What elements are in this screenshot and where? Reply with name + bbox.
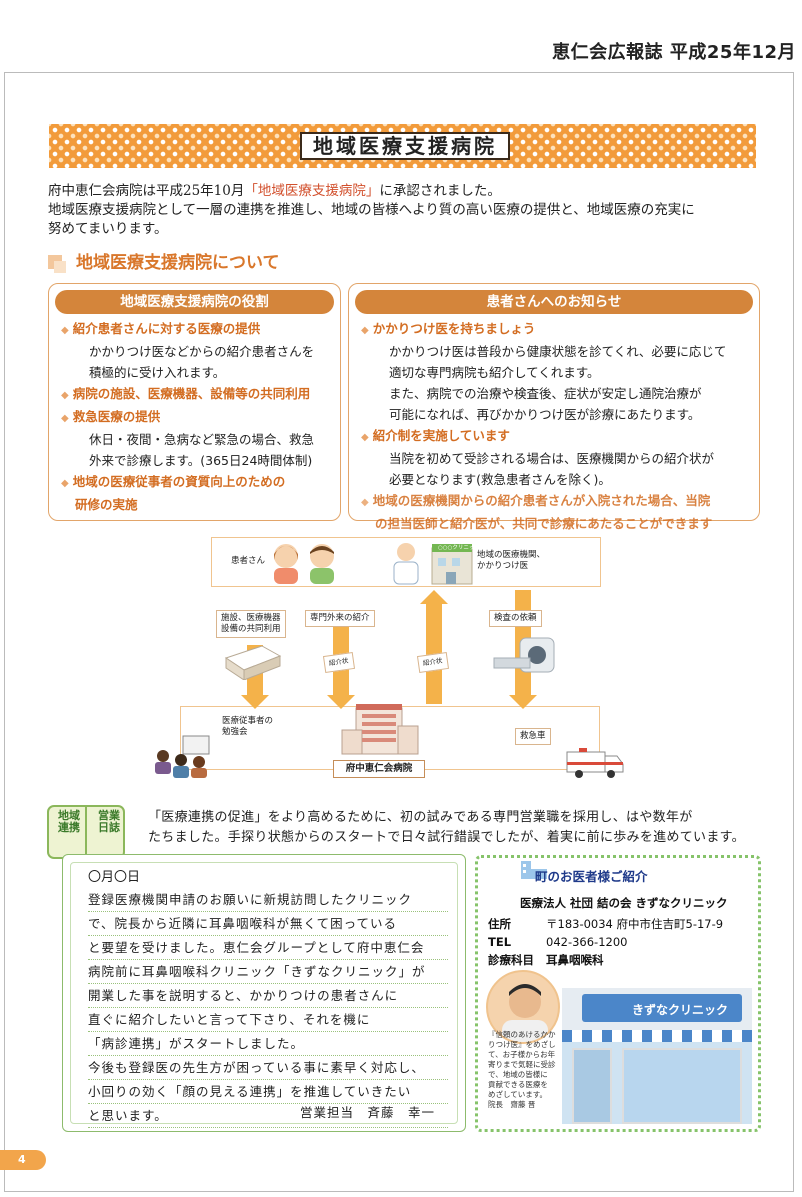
square-icon — [48, 255, 66, 273]
ambulance-icon — [566, 748, 624, 778]
clinic-name: 医療法人 社団 結の会 きずなクリニック — [520, 896, 728, 910]
clinic-address: 住所〒183-0034 府中市住吉町5-17-9 — [488, 917, 724, 931]
ct-scanner-icon — [493, 637, 555, 673]
diary-sign-left: 地域連携 — [58, 809, 80, 834]
role-item-head: 病院の施設、医療機器、設備等の共同利用 — [61, 383, 332, 406]
patients-icon — [274, 544, 334, 584]
local-clinic-label: 地域の医療機関、かかりつけ医 — [477, 550, 546, 571]
notice-item-head: 紹介制を実施しています — [361, 425, 751, 448]
masthead: 恵仁会広報誌 平成25年12月 — [552, 42, 796, 63]
diary-text: 登録医療機関申請のお願いに新規訪問したクリニック で、院長から近隣に耳鼻咽喉科が… — [88, 888, 448, 1128]
director-caption: 『信頼のあけるかか りつけ医』をめざし て、お子様からお年 寄りまで気軽に受診 … — [488, 1030, 556, 1109]
diary-date: 〇月〇日 — [88, 870, 141, 885]
diary-sign-right: 営業日誌 — [98, 809, 120, 834]
notice-item-head: 地域の医療機関からの紹介患者さんが入院された場合、当院 — [361, 490, 751, 513]
clinic-sign-label: ○○○クリニック — [438, 545, 480, 551]
role-box: 地域医療支援病院の役割 紹介患者さんに対する医療の提供 かかりつけ医などからの紹… — [48, 283, 341, 521]
arrow-down-head — [509, 695, 537, 709]
diary-inner — [70, 862, 458, 1124]
director-photo — [486, 970, 560, 1044]
doctor-clinic-icon — [393, 543, 473, 585]
clinic-sign-text: きずなクリニック — [632, 1003, 729, 1017]
clinic-building-icon — [521, 861, 547, 879]
hospital-building-icon — [341, 704, 419, 755]
arrow-up-head — [420, 590, 448, 604]
role-item-head: 紹介患者さんに対する医療の提供 — [61, 318, 332, 341]
director-icon — [502, 984, 548, 1042]
diary-signature: 営業担当 斉藤 幸一 — [300, 1105, 436, 1120]
page-title: 地域医療支援病院 — [300, 132, 510, 160]
arrow-down-head — [241, 695, 269, 709]
clinic-header: 町のお医者様ご紹介 — [535, 869, 648, 884]
clinic-photo: きずなクリニック — [562, 988, 752, 1124]
role-box-title: 地域医療支援病院の役割 — [55, 290, 334, 314]
diary-box — [62, 854, 466, 1132]
page-number: 4 — [0, 1150, 46, 1170]
patients-label: 患者さん — [231, 556, 266, 566]
section-heading: 地域医療支援病院について — [48, 248, 280, 273]
study-label: 医療従事者の勉強会 — [222, 716, 274, 737]
notice-box-title: 患者さんへのお知らせ — [355, 290, 753, 314]
clinic-dept: 診療科目耳鼻咽喉科 — [488, 953, 604, 967]
specialist-label: 専門外来の紹介 — [305, 610, 375, 627]
diary-lead: 「医療連携の促進」をより高めるために、初の試みである専門営業職を採用し、はや数年… — [148, 810, 745, 845]
exam-label: 検査の依頼 — [489, 610, 542, 627]
shared-use-label: 施設、医療機器設備の共同利用 — [216, 610, 286, 638]
hospital-label: 府中恵仁会病院 — [333, 760, 425, 778]
role-item-head: 救急医療の提供 — [61, 406, 332, 429]
study-group-icon — [155, 735, 210, 778]
ambulance-label: 救急車 — [515, 728, 551, 745]
notice-box: 患者さんへのお知らせ かかりつけ医を持ちましょう かかりつけ医は普段から健康状態… — [348, 283, 760, 531]
intro-paragraph: 府中恵仁会病院は平成25年10月「地域医療支援病院」に承認されました。 地域医療… — [48, 183, 695, 237]
bed-icon — [224, 645, 282, 680]
arrow-down-head — [327, 695, 355, 709]
role-item-head: 地域の医療従事者の資質向上のための — [61, 471, 332, 494]
notice-item-head: かかりつけ医を持ちましょう — [361, 318, 751, 341]
intro-highlight: 「地域医療支援病院」 — [244, 183, 380, 199]
